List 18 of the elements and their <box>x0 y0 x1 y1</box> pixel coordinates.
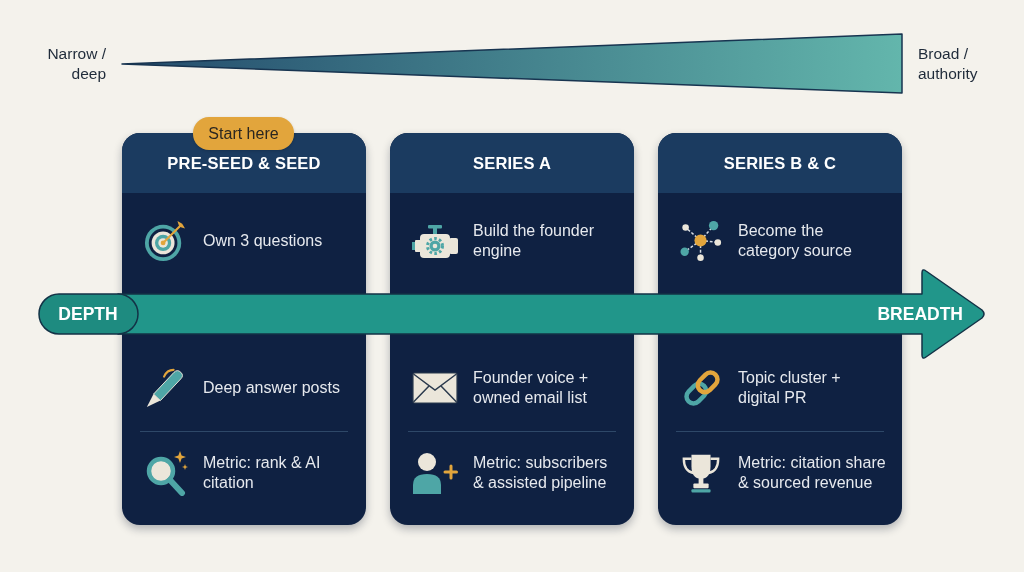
stage-title: PRE-SEED & SEED <box>167 153 321 173</box>
step-text: Own 3 questions <box>203 231 324 251</box>
start-tag: Start here <box>193 117 294 150</box>
step-text: Deep answer posts <box>203 378 341 398</box>
step-text: Topic cluster + digital PR <box>738 368 842 408</box>
step-text: Build the founder engine <box>473 221 595 261</box>
metric-text: Metric: subscribers & assisted pipeline <box>473 453 609 493</box>
metric-text: Metric: citation share & sourced revenue <box>738 453 887 493</box>
scale-wedge <box>121 33 904 95</box>
step-text: Become the category source <box>738 221 853 261</box>
direction-label: BREADTH <box>877 303 963 325</box>
scale-label: Narrow / deep <box>46 44 106 84</box>
stage-title: SERIES A <box>473 153 551 173</box>
direction-label: DEPTH <box>58 303 118 325</box>
metric-text: Metric: rank & AI citation <box>203 453 322 493</box>
stage-title: SERIES B & C <box>723 153 837 173</box>
scale-label: Broad / authority <box>918 44 979 84</box>
step-text: Founder voice + owned email list <box>473 368 590 408</box>
